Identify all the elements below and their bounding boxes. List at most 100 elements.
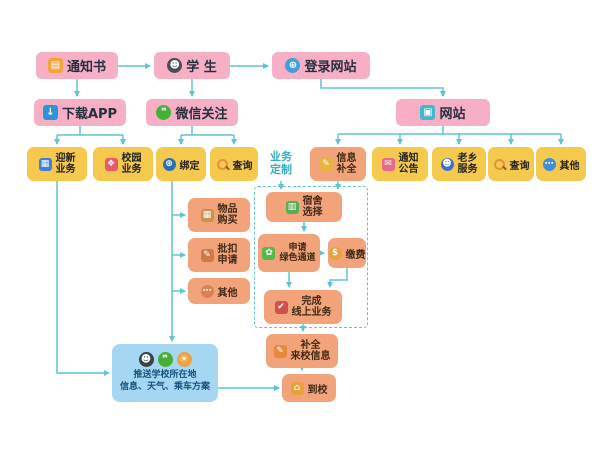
label-line2: 服务 [457, 164, 478, 175]
push-text-line1: 推送学校所在地 [133, 370, 197, 381]
node-notice-board: ✉ 通知 公告 [372, 147, 428, 181]
package-icon: ▦ [200, 208, 214, 222]
label-line1: 批扣 [217, 243, 238, 255]
arrow-login-to-website [320, 79, 446, 97]
node-finish-online: ✔ 完成 线上业务 [264, 290, 342, 324]
node-campus-service: ❖ 校园 业务 [93, 147, 153, 181]
ellipsis-icon: ⋯ [542, 157, 556, 171]
node-label: 下载APP [61, 107, 118, 122]
node-label: 完成 线上业务 [292, 296, 332, 319]
weather-icon: ☀ [176, 352, 192, 368]
label-line1: 物品 [217, 203, 238, 215]
node-label: 业务 定制 [270, 151, 292, 176]
node-label: 物品 购买 [218, 204, 238, 227]
push-text-line2: 信息、天气、乘车方案 [119, 382, 210, 392]
node-website: ▣ 网站 [396, 99, 490, 126]
label-line2: 补全 [336, 164, 357, 175]
label-line1: 信息 [336, 152, 357, 164]
wechat-icon: ❞ [157, 352, 173, 368]
node-label: 其他 [217, 287, 238, 299]
node-label: 通知书 [66, 60, 106, 75]
document-icon: ▤ [47, 58, 63, 73]
node-hometown-service: ☻ 老乡 服务 [432, 147, 486, 181]
node-login-site: ⊕ 登录网站 [272, 52, 370, 79]
hand-pen-icon: ✎ [200, 248, 214, 262]
student-icon: ☻ [167, 58, 183, 73]
node-goods-purchase: ▦ 物品 购买 [188, 198, 250, 232]
split-wechat [181, 126, 234, 136]
node-notice-letter: ▤ 通知书 [36, 52, 118, 79]
ellipsis-icon: ⋯ [200, 284, 214, 298]
node-pay: $ 缴费 [328, 238, 366, 268]
node-label: 微信关注 [175, 107, 228, 122]
label-line1: 完成 [301, 295, 322, 307]
label-line2: 来校信息 [290, 351, 331, 362]
envelope-icon: ✉ [381, 157, 395, 171]
node-query-site: 查询 [488, 147, 534, 181]
node-bind: ⊕ 绑定 [156, 147, 206, 181]
node-label: 查询 [232, 160, 253, 172]
app-download-icon: ↓ [42, 105, 58, 120]
node-welcome-service: ▦ 迎新 业务 [27, 147, 87, 181]
label-line1: 校园 [121, 152, 142, 164]
locker-icon: ▥ [285, 200, 299, 214]
search-icon [493, 158, 506, 171]
node-label: 通知 公告 [399, 153, 419, 176]
label-line2: 业务 [121, 164, 142, 175]
people-icon: ☻ [440, 157, 454, 171]
label-line1: 老乡 [457, 152, 478, 164]
online-business-group [254, 186, 368, 328]
campus-icon: ❖ [104, 157, 118, 171]
push-icons: ☻ ❞ ☀ [138, 352, 192, 368]
search-icon [216, 158, 229, 171]
node-label: 登录网站 [304, 60, 357, 75]
label-line1: 通知 [398, 152, 419, 164]
label-line1: 申请 [288, 242, 307, 253]
label-line2: 购买 [217, 215, 238, 226]
wechat-icon: ❞ [156, 105, 172, 120]
split-app [57, 126, 123, 136]
school-icon: ⌂ [290, 381, 304, 395]
label-line1: 补全 [300, 339, 321, 351]
node-label: 宿舍 选择 [303, 196, 323, 219]
split-website [338, 126, 561, 135]
push-text: 推送学校所在地 信息、天气、乘车方案 [120, 370, 210, 393]
renren-icon: ☻ [138, 352, 154, 368]
label-line2: 定制 [270, 163, 292, 176]
label-line2: 公告 [398, 164, 419, 175]
node-label: 补全 来校信息 [291, 340, 331, 363]
leaf-icon: ✿ [262, 246, 276, 260]
label-line2: 线上业务 [291, 307, 332, 318]
grid-icon: ▦ [38, 157, 52, 171]
label-line2: 选择 [302, 207, 323, 218]
label-line1: 业务 [270, 150, 292, 164]
node-wechat-follow: ❞ 微信关注 [146, 99, 238, 126]
node-label: 学 生 [186, 60, 217, 75]
node-arrive-school: ⌂ 到校 [282, 374, 336, 402]
node-label: 申请 绿色通道 [279, 243, 315, 264]
monitor-icon: ▣ [420, 105, 436, 120]
node-label: 绑定 [179, 160, 200, 172]
node-download-app: ↓ 下载APP [34, 99, 126, 126]
node-student: ☻ 学 生 [154, 52, 230, 79]
node-push-info: ☻ ❞ ☀ 推送学校所在地 信息、天气、乘车方案 [112, 344, 218, 402]
node-other-wechat: ⋯ 其他 [188, 278, 250, 304]
node-other-site: ⋯ 其他 [536, 147, 586, 181]
node-query-wechat: 查询 [210, 147, 258, 181]
label-line2: 申请 [217, 255, 238, 266]
node-label: 网站 [439, 107, 466, 122]
node-batch-deduct: ✎ 批扣 申请 [188, 238, 250, 272]
node-label: 校园 业务 [122, 153, 142, 176]
node-label: 缴费 [345, 249, 366, 261]
label-line2: 绿色通道 [279, 253, 316, 263]
money-bag-icon: $ [328, 246, 342, 260]
globe-link-icon: ⊕ [162, 157, 176, 171]
node-label: 批扣 申请 [218, 244, 238, 267]
node-label: 迎新 业务 [56, 153, 76, 176]
label-line1: 宿舍 [302, 195, 323, 207]
globe-icon: ⊕ [285, 58, 301, 73]
arrow-welcome-to-push [56, 181, 110, 376]
label-line1: 迎新 [55, 152, 76, 164]
node-info-complete: ✎ 信息 补全 [310, 147, 366, 181]
node-label: 查询 [509, 160, 530, 172]
